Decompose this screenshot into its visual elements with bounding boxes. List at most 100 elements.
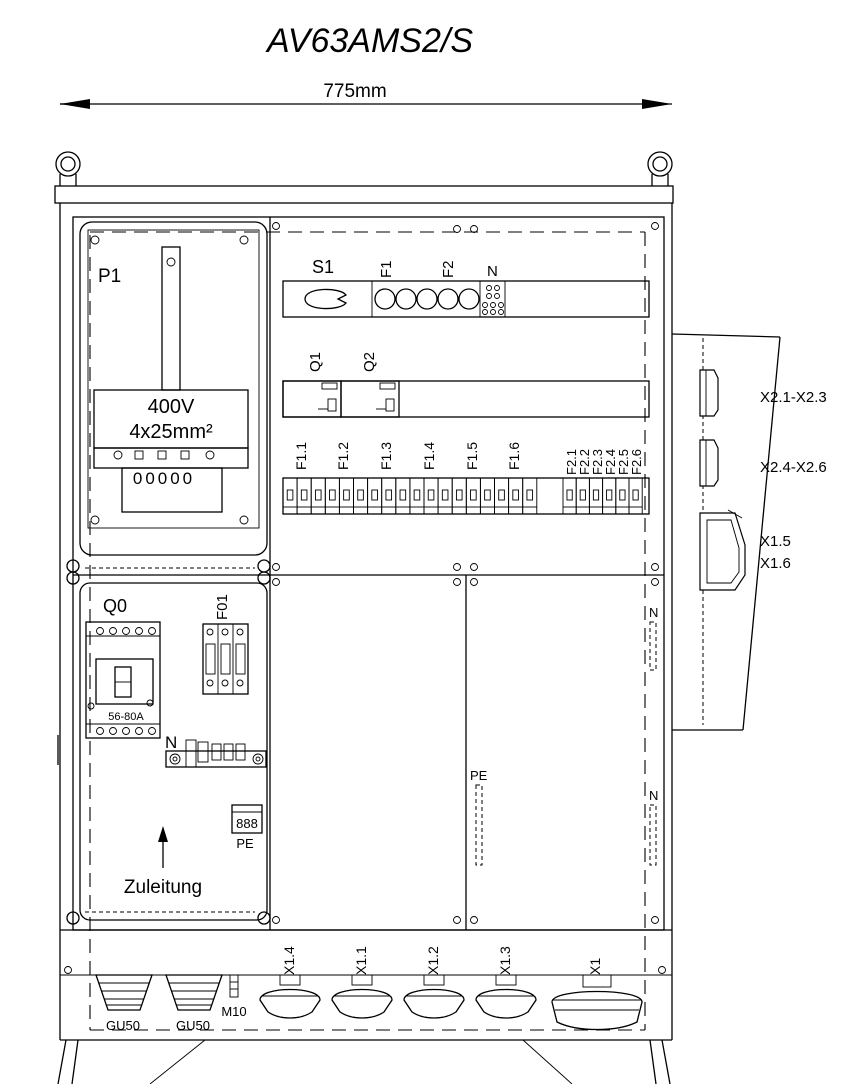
lifting-eye-left [55,151,81,186]
fuse-f1-label: F1 [378,260,395,278]
mcb-group1-labels: F1.1 F1.2 F1.3 F1.4 F1.5 F1.6 [293,442,522,470]
mcb-module [395,477,411,515]
mcb-group2-labels: F2.1 F2.2 F2.3 F2.4 F2.5 F2.6 [564,449,644,475]
mcb-label: F2.4 [603,449,618,475]
lower-n-rail-lower [649,804,657,866]
socket-cap [331,988,393,1019]
mcb-toggle [314,489,322,501]
meter-terminal-digits: 00000 [133,469,195,488]
side-socket-box [671,333,781,731]
socket-labels: X1.4 X1.1 X1.2 X1.3 X1 [281,946,603,975]
mcb-label: F1.3 [378,442,394,470]
mcb-toggle [632,489,639,501]
fuse-n-label: N [487,263,498,280]
pe-terminal-digits: 888 [236,816,258,831]
mcb-module [575,477,590,515]
mcb-toggle [470,489,477,501]
lower-pe-rail [475,784,483,866]
lower-n-label-lower: N [649,788,658,803]
mcb-module [562,477,577,515]
cabinet-body [57,203,673,1041]
socket-cap [259,988,321,1019]
top-din-rail [282,280,650,318]
neutral-bar-label: N [165,733,177,752]
cabinet-roof [54,185,674,204]
mcb-module [508,477,524,515]
socket-neck [351,974,373,986]
rcd-q2-label: Q2 [361,352,378,372]
fuse-f2-label: F2 [440,260,457,278]
mcb-module [324,477,340,515]
mcb-toggle [343,489,350,501]
mcb-module [494,477,510,515]
mcb-module [628,477,643,515]
cable-gland-right [165,974,223,1011]
mcb-toggle [385,489,393,501]
lower-n-label-upper: N [649,605,658,620]
mcb-label: F1.2 [335,442,351,470]
side-label-1: X2.1-X2.3 [760,389,827,406]
surge-protector [202,623,249,695]
mcb-toggle [455,489,463,501]
width-dimension-label: 775mm [323,81,386,102]
feed-label: Zuleitung [124,877,202,898]
surge-label: F01 [214,594,231,620]
meter-label: P1 [98,266,121,287]
socket-neck [495,974,517,986]
rcd-q1-label: Q1 [307,352,324,372]
mcb-toggle [357,489,364,501]
meter-voltage: 400V [148,396,195,418]
mcb-toggle [606,489,613,501]
lower-n-rail-upper [649,621,657,671]
mcb-label: F1.4 [421,442,437,470]
mcb-toggle [441,489,449,501]
earth-screw [229,974,239,998]
socket-label: X1 [587,958,603,975]
right-panel-frames [269,217,659,930]
mcb-module [338,477,354,515]
mcb-module [310,477,326,515]
lower-pe-label: PE [470,768,488,783]
cabinet-legs [57,1039,671,1084]
mcb-toggle [300,489,308,501]
cable-gland-left [95,974,153,1011]
side-label-4: X1.6 [760,555,791,572]
socket-cap [403,988,465,1019]
switch-s1-label: S1 [312,257,334,277]
mcb-label: F2.3 [590,449,605,475]
neutral-bar [165,739,267,768]
socket-label: X1.2 [425,946,441,975]
mcb-toggle [498,489,505,501]
mcb-label: F2.2 [577,449,592,475]
socket-cap [475,988,537,1019]
socket-neck [423,974,445,986]
mcb-module [296,477,312,515]
mcb-toggle [512,489,519,501]
mcb-module [615,477,630,515]
mcb-module [423,477,439,515]
mcb-label: F1.6 [506,442,522,470]
mcb-toggle [566,489,573,501]
socket-label: X1.3 [497,946,513,975]
mcb-module [479,477,495,515]
mcb-toggle [484,489,491,501]
mcb-module [381,477,397,515]
mcb-module [409,477,425,515]
mcb-module [451,477,467,515]
gland-label-left: GU50 [106,1018,140,1033]
mcb-toggle [526,489,534,501]
mcb-label: F2.1 [564,449,579,475]
mcb-module [367,477,383,515]
rcd-din-rail [282,380,650,418]
mcb-module [437,477,453,515]
mcb-toggle [371,489,378,501]
mcb-label: F2.6 [629,449,644,475]
mcb-toggle [619,489,626,501]
socket-neck [279,974,301,986]
mcb-toggle [427,489,435,501]
socket-label: X1.4 [281,946,297,975]
door-outline-dashed [89,231,646,1031]
mcb-toggle [413,489,421,501]
side-label-3: X1.5 [760,533,791,550]
socket-label: X1.1 [353,946,369,975]
